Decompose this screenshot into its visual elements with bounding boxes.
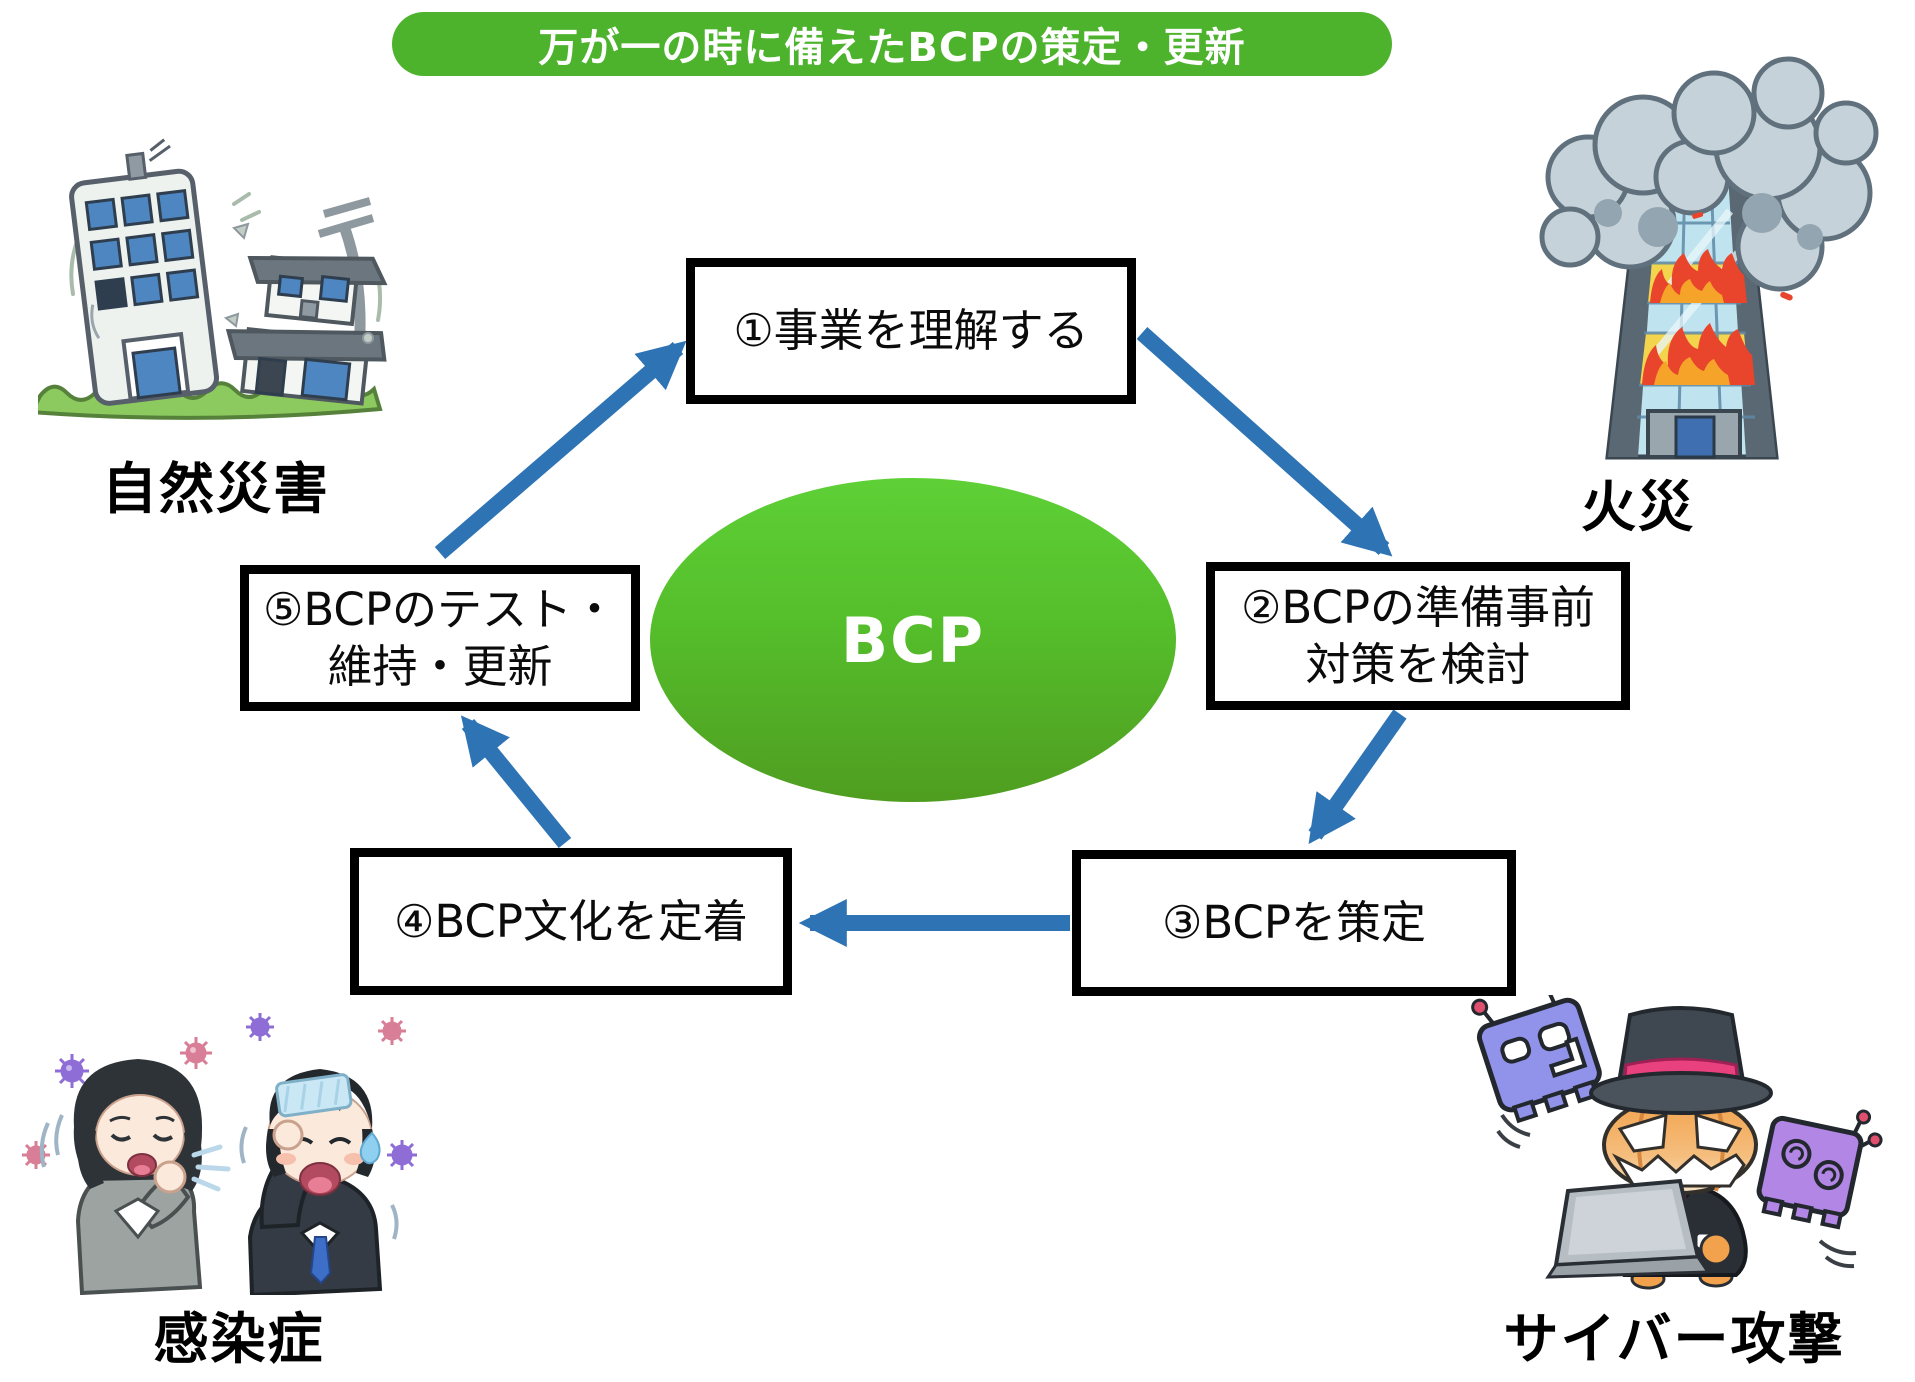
diagram-title-text: 万が一の時に備えたBCPの策定・更新 bbox=[538, 25, 1246, 71]
threat-label-fire: 火災 bbox=[1580, 475, 1695, 539]
feverish-man bbox=[239, 1069, 399, 1295]
embers bbox=[1692, 211, 1793, 301]
step-text: ①事業を理解する bbox=[733, 304, 1089, 358]
coughing-woman bbox=[39, 1059, 231, 1295]
arrow-step5-to-step1 bbox=[434, 340, 687, 560]
step-box-understand-business: ①事業を理解する bbox=[686, 258, 1136, 404]
collapsed-house bbox=[225, 255, 388, 406]
threat-label-cyber-attack: サイバー攻撃 bbox=[1503, 1307, 1845, 1371]
step-box-establish-bcp-culture: ④BCP文化を定着 bbox=[350, 848, 792, 995]
debris bbox=[223, 222, 374, 344]
earthquake-illustration bbox=[38, 138, 388, 420]
threat-label-natural-disaster: 自然災害 bbox=[101, 457, 330, 521]
bcp-center-ellipse: BCP bbox=[650, 478, 1176, 802]
arrow-step4-to-step5 bbox=[460, 715, 572, 849]
step-text: 対策を検討 bbox=[1305, 638, 1531, 691]
virus-particles bbox=[22, 1013, 417, 1170]
step-text: ③BCPを策定 bbox=[1162, 896, 1426, 950]
step-text: ⑤BCPのテスト・ bbox=[263, 582, 617, 636]
step-box-formulate-bcp: ③BCPを策定 bbox=[1072, 850, 1516, 996]
step-text: ④BCP文化を定着 bbox=[394, 894, 748, 948]
sick-people-illustration bbox=[22, 1013, 417, 1295]
smoke-cloud-right bbox=[1671, 56, 1879, 292]
hacker-figure bbox=[1545, 1006, 1773, 1290]
burning-building-illustration bbox=[1539, 56, 1879, 460]
arrow-step2-to-step3 bbox=[1308, 709, 1407, 845]
bcp-center-label: BCP bbox=[840, 603, 986, 677]
step-text: 維持・更新 bbox=[327, 640, 553, 693]
threat-label-infectious-disease: 感染症 bbox=[153, 1307, 325, 1371]
step-box-test-maintain-update: ⑤BCPのテスト・ 維持・更新 bbox=[240, 565, 640, 711]
tilted-office-building bbox=[69, 138, 220, 406]
robot-virus-left bbox=[1471, 995, 1602, 1124]
diagram-title-banner: 万が一の時に備えたBCPの策定・更新 bbox=[392, 12, 1392, 76]
robot-virus-right bbox=[1756, 1109, 1883, 1230]
arrow-step1-to-step2 bbox=[1136, 327, 1393, 557]
step-text: ②BCPの準備事前 bbox=[1241, 580, 1595, 634]
pumpkin-hacker-illustration bbox=[1471, 995, 1883, 1290]
step-box-consider-preparations: ②BCPの準備事前 対策を検討 bbox=[1206, 562, 1630, 710]
